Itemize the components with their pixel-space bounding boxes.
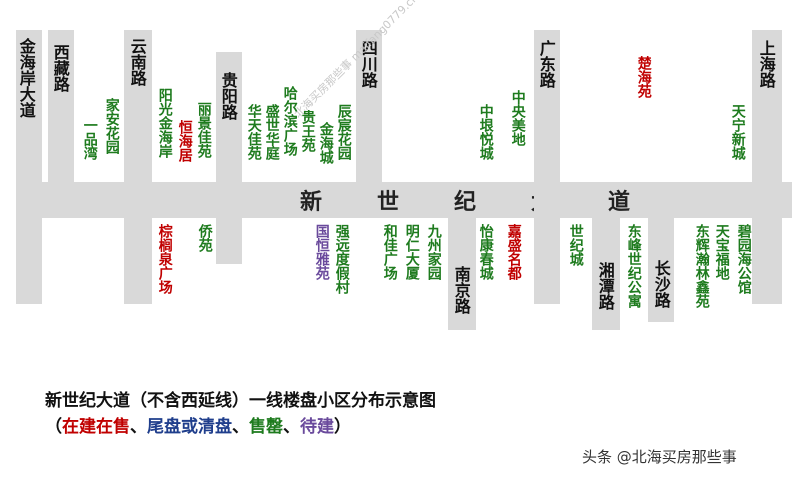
community-jiuzhoujiayuan: 九州家园 (425, 224, 442, 280)
community-tianningxincheng: 天宁新城 (729, 104, 746, 160)
community-shijicheng: 世纪城 (567, 224, 584, 266)
community-zonglvquanguangchang: 棕榈泉广场 (156, 224, 173, 294)
community-lijingjiayuan: 丽景佳苑 (195, 102, 212, 158)
road-sichuan (356, 30, 382, 182)
legend-title: 新世纪大道（不含西延线）一线楼盘小区分布示意图 (45, 391, 436, 411)
legend-status-soldout: 售罄 (249, 417, 283, 437)
main-road-char: 道 (607, 190, 630, 215)
community-huatianjiayuan: 华天佳苑 (245, 104, 262, 160)
main-road-char: 世 (376, 190, 399, 215)
community-haerbinguangchang: 哈尔滨广场 (281, 86, 298, 156)
community-shengshihuating: 盛世华庭 (263, 104, 280, 160)
community-zhongkunyuecheng: 中垠悦城 (477, 104, 494, 160)
community-donghuihanlinxinyuan: 东辉瀚林鑫苑 (693, 224, 710, 308)
road-xizang (48, 30, 74, 182)
main-road-char: 新 (300, 190, 323, 215)
road-label-nanjing: 南京路 (451, 266, 471, 314)
legend-open: （ (45, 417, 62, 437)
road-label-sichuan: 四川路 (358, 40, 378, 88)
community-dongfengshijigongyu: 东峰世纪公寓 (625, 224, 642, 308)
community-yangguangjinhaian: 阳光金海岸 (156, 88, 173, 158)
legend-sep: 、 (130, 417, 147, 437)
community-qiaoyuan: 侨苑 (196, 224, 213, 252)
community-yikangchuncheng: 怡康春城 (477, 224, 494, 280)
community-hejiaguangchang: 和佳广场 (381, 224, 398, 280)
road-label-xizang: 西藏路 (50, 44, 70, 92)
legend-status-tail: 尾盘或清盘 (147, 417, 232, 437)
road-guiyang (216, 52, 242, 264)
road-nanjing (448, 218, 476, 330)
road-changsha (648, 218, 674, 322)
main-road-label: 新 世 纪 大 道 (300, 184, 630, 216)
legend-status-building: 在建在售 (62, 417, 130, 437)
road-jinhaian (16, 30, 42, 304)
legend-sep: 、 (232, 417, 249, 437)
road-label-shanghai: 上海路 (756, 40, 776, 88)
road-xiangtan (592, 218, 620, 330)
road-label-jinhaian: 金海岸大道 (16, 38, 36, 118)
community-qiangyuandujiacun: 强远度假村 (333, 224, 350, 294)
community-mingrendasha: 明仁大厦 (403, 224, 420, 280)
legend-close: ） (334, 417, 351, 437)
main-road-char: 纪 (453, 190, 476, 215)
legend-status-pending: 待建 (300, 417, 334, 437)
community-henghaiju: 恒海居 (176, 120, 193, 162)
road-shanghai (752, 30, 782, 304)
community-guiwangyuan: 贵王苑 (299, 110, 316, 152)
road-label-yunnan: 云南路 (127, 38, 147, 86)
community-guohengyayuan: 国恒雅苑 (313, 224, 330, 280)
main-road-xinshiji (40, 182, 792, 218)
community-zhongyangmeidi: 中央美地 (509, 90, 526, 146)
community-chuhaiyuan: 楚海苑 (635, 56, 652, 98)
community-jinhaicheng: 金海城 (317, 122, 334, 164)
road-label-changsha: 长沙路 (651, 260, 671, 308)
community-jiaanhuayuan: 家安花园 (103, 98, 120, 154)
community-biyuanhaigongguan: 碧园海公馆 (735, 224, 752, 294)
road-label-xiangtan: 湘潭路 (595, 262, 615, 310)
road-yunnan (124, 30, 152, 304)
community-jiashengmingdu: 嘉盛名都 (505, 224, 522, 280)
road-guangdong (534, 30, 560, 304)
road-label-guangdong: 广东路 (536, 40, 556, 88)
community-chenchenhuayuan: 辰宸花园 (335, 104, 352, 160)
legend-sep: 、 (283, 417, 300, 437)
community-yipinwan: 一品湾 (81, 118, 98, 160)
community-tianbaofudi: 天宝福地 (713, 224, 730, 280)
source-credit: 头条 @北海买房那些事 (582, 448, 737, 466)
road-label-guiyang: 贵阳路 (218, 72, 238, 120)
legend-status-line: （在建在售、尾盘或清盘、售罄、待建） (45, 412, 351, 437)
